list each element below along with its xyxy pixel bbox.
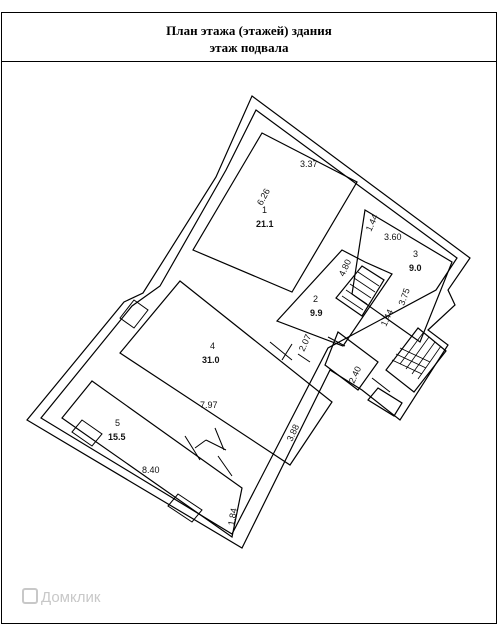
dim-room1-b: 6.26: [255, 187, 272, 207]
dim-room2-c: 2.07: [297, 333, 313, 353]
plan-title: План этажа (этажей) здания: [166, 23, 332, 38]
room-5-outline: [61, 380, 243, 539]
room-4-number: 4: [210, 341, 215, 351]
dim-room3-a: 1.44: [364, 213, 380, 233]
room-2-area: 9.9: [310, 308, 323, 318]
dim-room5-a: 8.40: [142, 465, 160, 475]
domclick-logo-icon: [22, 588, 38, 604]
exterior-stair-lower: [367, 387, 403, 417]
watermark-text: Домклик: [41, 589, 101, 606]
room-3-outline: [351, 209, 453, 343]
room-1-outline: [192, 132, 358, 293]
room-2-outline: [275, 249, 393, 347]
stair-room-outline: [324, 331, 379, 391]
document-frame: План этажа (этажей) здания этаж подвала: [1, 12, 497, 624]
building-outline: [26, 95, 471, 549]
dim-room3-b: 3.60: [384, 232, 402, 242]
dim-room4-a: 7.97: [200, 400, 218, 410]
interior-stair: [335, 265, 385, 317]
room-4-area: 31.0: [202, 355, 220, 365]
room-3-number: 3: [413, 249, 418, 259]
floor-name: этаж подвала: [209, 40, 289, 55]
room-1-area: 21.1: [256, 219, 274, 229]
room-4-outline: [119, 280, 333, 466]
plan-header: План этажа (этажей) здания этаж подвала: [2, 13, 496, 62]
dim-room2-a: 4.80: [337, 258, 353, 278]
exterior-stair: [385, 327, 447, 393]
room-5-area: 15.5: [108, 432, 126, 442]
dim-stair-a: 2.40: [347, 365, 363, 385]
room-1-number: 1: [262, 205, 267, 215]
dim-room1-a: 3.37: [300, 159, 318, 169]
room-2-number: 2: [313, 294, 318, 304]
room-5-number: 5: [115, 418, 120, 428]
building-inner-wall: [40, 109, 458, 535]
dim-room5-b: 1.84: [226, 507, 239, 526]
room-3-area: 9.0: [409, 263, 422, 273]
dim-room2-b: 1.44: [379, 308, 395, 328]
watermark: Домклик: [22, 588, 100, 606]
